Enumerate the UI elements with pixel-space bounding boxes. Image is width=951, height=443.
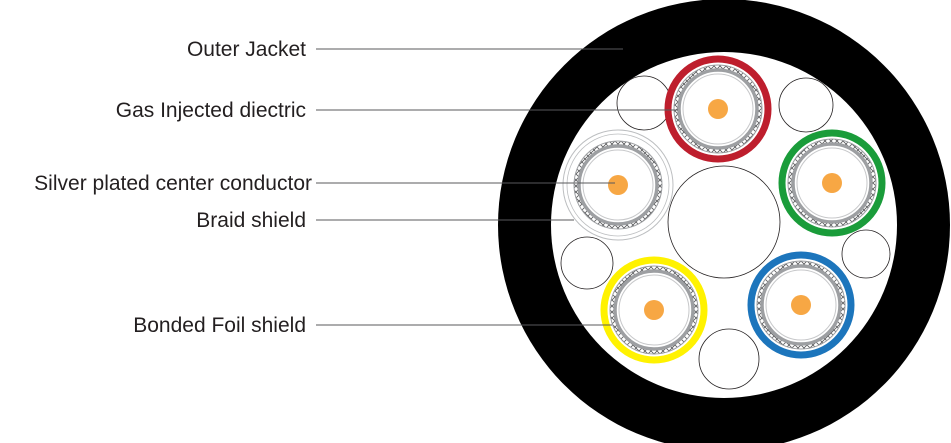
coax-cores	[562, 55, 886, 364]
filler-right	[841, 229, 891, 279]
center-filler	[667, 165, 781, 279]
label-braid-shield: Braid shield	[196, 209, 306, 232]
labels: Outer Jacket Gas Injected diectric Silve…	[34, 38, 312, 337]
filler-bottom	[698, 328, 760, 390]
core-yellow	[600, 256, 708, 364]
core-red	[664, 55, 772, 163]
core-unmarked-sheath-inner	[566, 133, 670, 237]
core-green-center-conductor	[822, 173, 842, 193]
core-blue-center-conductor	[791, 295, 811, 315]
leader-lines	[316, 48, 678, 326]
filler-top-left	[616, 75, 672, 131]
core-yellow-center-conductor	[644, 300, 664, 320]
label-bonded-foil-shield: Bonded Foil shield	[133, 314, 306, 337]
label-outer-jacket: Outer Jacket	[187, 38, 306, 61]
core-unmarked	[562, 129, 674, 241]
core-blue	[747, 251, 855, 359]
core-green	[778, 129, 886, 237]
label-gas-injected-dielectric: Gas Injected diectric	[116, 99, 306, 122]
core-red-center-conductor	[708, 99, 728, 119]
label-silver-plated-center-conductor: Silver plated center conductor	[34, 172, 312, 195]
small-fillers	[560, 75, 891, 390]
filler-left	[560, 236, 614, 290]
filler-top-right	[778, 77, 834, 133]
core-unmarked-center-conductor	[608, 175, 628, 195]
